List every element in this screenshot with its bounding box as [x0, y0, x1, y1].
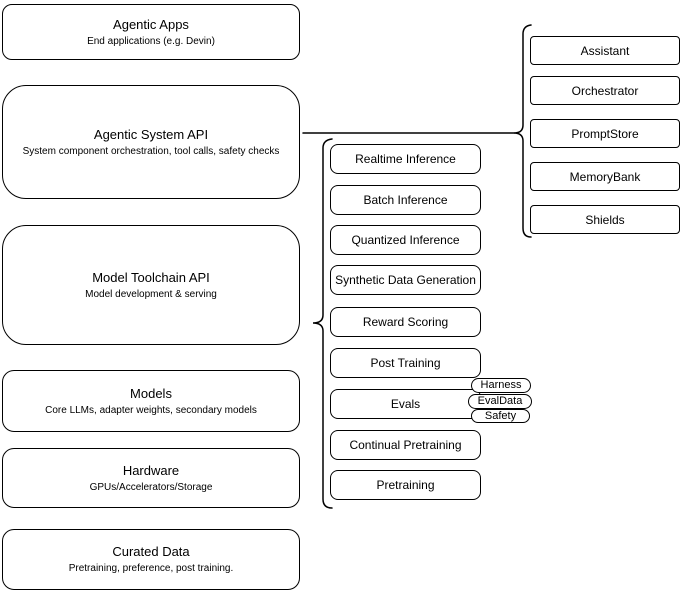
node-realtime-inference: Realtime Inference [330, 144, 481, 174]
node-pretraining: Pretraining [330, 470, 481, 500]
node-promptstore: PromptStore [530, 119, 680, 148]
node-memorybank: MemoryBank [530, 162, 680, 191]
node-shields: Shields [530, 205, 680, 234]
toolchain-brace [312, 138, 333, 509]
node-title: Hardware [122, 462, 180, 478]
node-assistant: Assistant [530, 36, 680, 65]
node-orchestrator: Orchestrator [530, 76, 680, 105]
tag-evaldata: EvalData [468, 394, 532, 409]
node-batch-inference: Batch Inference [330, 185, 481, 215]
node-subtitle: Model development & serving [85, 288, 217, 300]
node-post-training: Post Training [330, 348, 481, 378]
node-models: Models Core LLMs, adapter weights, secon… [2, 370, 300, 432]
node-title: Agentic System API [93, 126, 209, 142]
node-agentic-apps: Agentic Apps End applications (e.g. Devi… [2, 4, 300, 60]
node-subtitle: Core LLMs, adapter weights, secondary mo… [45, 404, 257, 416]
node-model-toolchain-api: Model Toolchain API Model development & … [2, 225, 300, 345]
node-agentic-system-api: Agentic System API System component orch… [2, 85, 300, 199]
tag-safety: Safety [471, 409, 530, 423]
node-evals: Evals [330, 389, 481, 419]
node-title: Models [130, 385, 172, 401]
node-subtitle: Pretraining, preference, post training. [68, 563, 234, 574]
node-title: Agentic Apps [113, 16, 189, 32]
node-title: Curated Data [112, 544, 190, 559]
node-subtitle: GPUs/Accelerators/Storage [89, 481, 213, 493]
system-components-brace [513, 24, 532, 238]
node-title: Model Toolchain API [92, 269, 210, 285]
node-reward-scoring: Reward Scoring [330, 307, 481, 337]
tag-harness: Harness [471, 378, 531, 393]
node-quantized-inference: Quantized Inference [330, 225, 481, 255]
node-subtitle: System component orchestration, tool cal… [22, 145, 280, 157]
node-synthetic-data-generation: Synthetic Data Generation [330, 265, 481, 295]
node-hardware: Hardware GPUs/Accelerators/Storage [2, 448, 300, 508]
node-subtitle: End applications (e.g. Devin) [87, 35, 215, 47]
node-curated-data: Curated Data Pretraining, preference, po… [2, 529, 300, 590]
node-continual-pretraining: Continual Pretraining [330, 430, 481, 460]
